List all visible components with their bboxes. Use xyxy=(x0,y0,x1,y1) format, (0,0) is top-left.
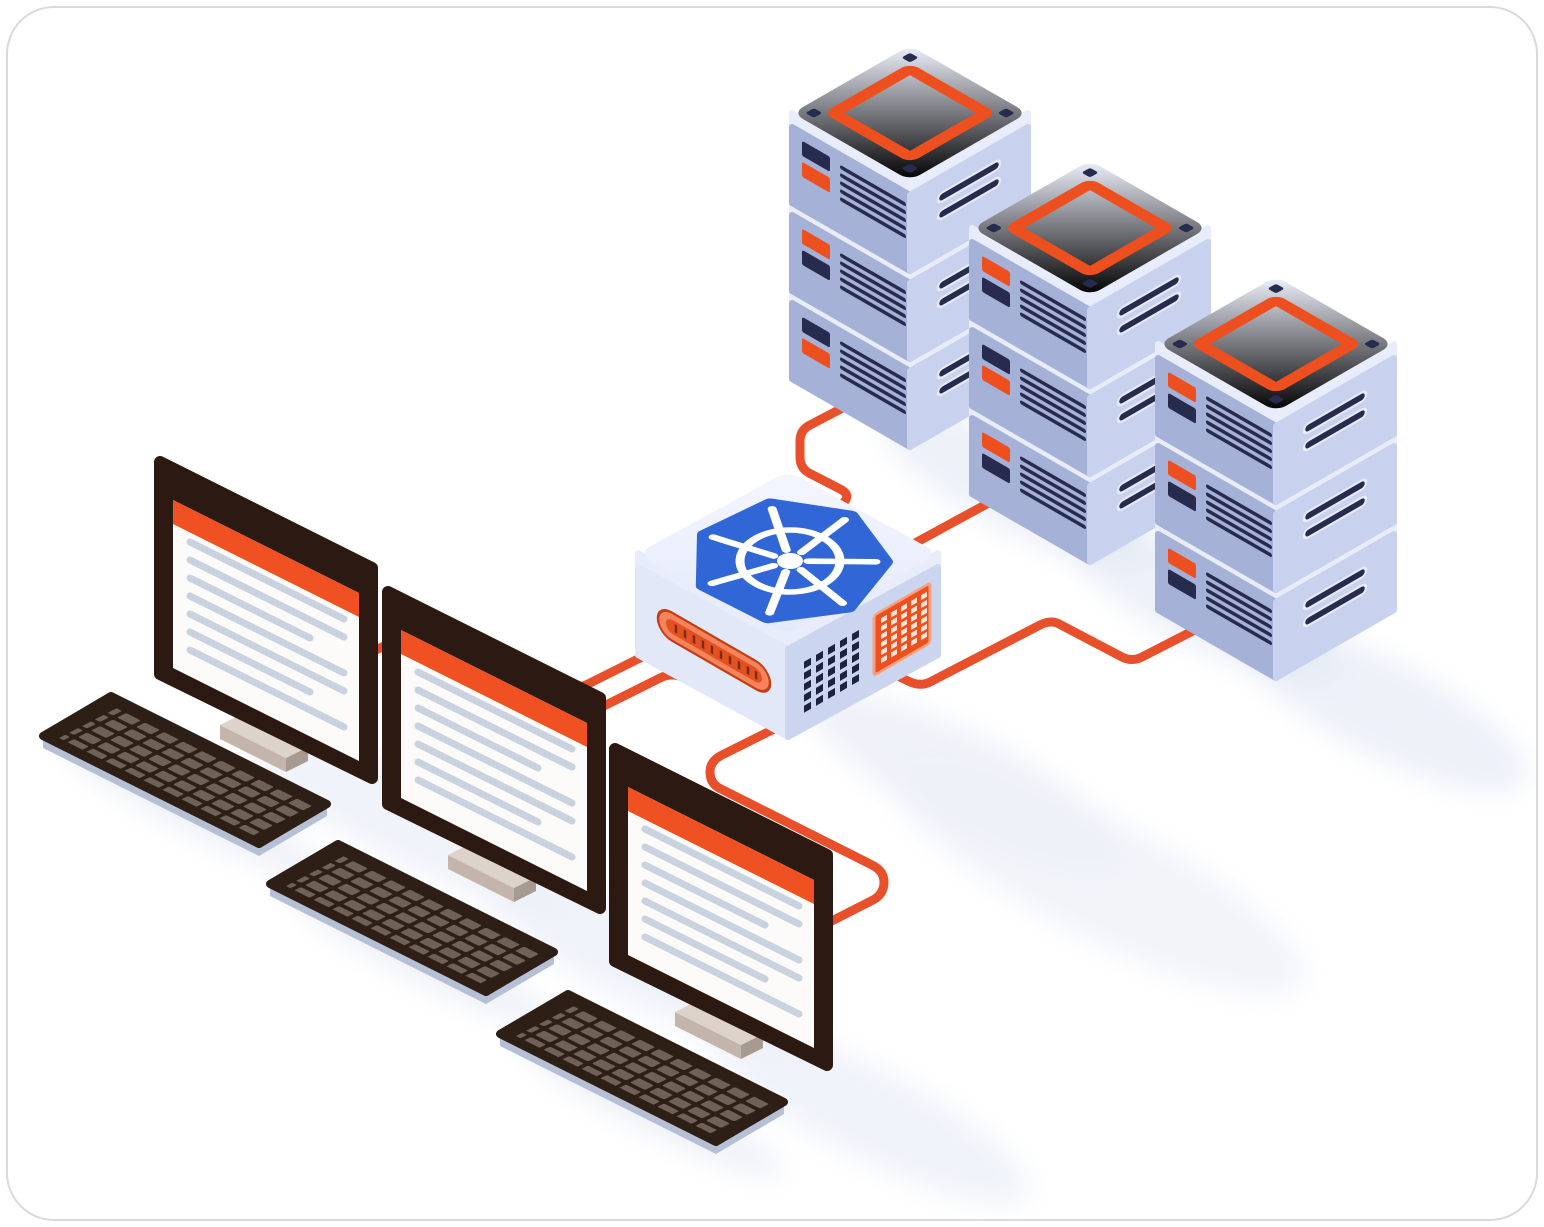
hub-port-panel xyxy=(872,582,932,676)
cable-hub-stack3 xyxy=(861,613,1223,689)
cable-stack1-hub xyxy=(795,397,859,532)
cable-hub-monitor3 xyxy=(705,721,889,933)
kubernetes-hub xyxy=(635,474,941,740)
kubernetes-helm-icon xyxy=(695,498,893,624)
hub-dot-vent-grid xyxy=(804,630,859,713)
hub-vent-capsule xyxy=(656,609,772,693)
illustration-card xyxy=(6,6,1538,1221)
cluster-illustration xyxy=(8,8,1528,1205)
server-stack-3 xyxy=(1158,276,1394,678)
monitor-3 xyxy=(615,749,827,1065)
monitor-1 xyxy=(160,462,372,778)
